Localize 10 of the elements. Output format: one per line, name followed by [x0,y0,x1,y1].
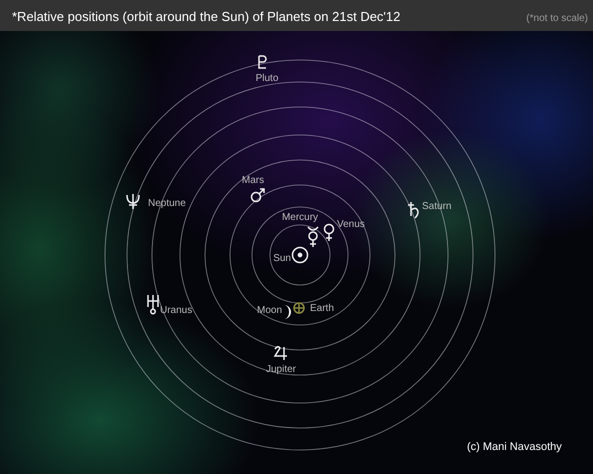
planet-label: Jupiter [266,365,296,375]
planet-label: Pluto [256,74,278,84]
planet-label: Moon [256,306,282,316]
title: *Relative positions (orbit around the Sun) of Planets on 21st Dec'12 [12,10,400,23]
planet-label: Mars [242,176,264,186]
credit-text: (c) Mani Navasothy [467,442,562,453]
planet-label: Mercury [282,213,318,223]
planet-label: Sun [273,254,291,264]
planet-label: Earth [310,304,334,314]
scale-note: (*not to scale) [526,14,588,24]
